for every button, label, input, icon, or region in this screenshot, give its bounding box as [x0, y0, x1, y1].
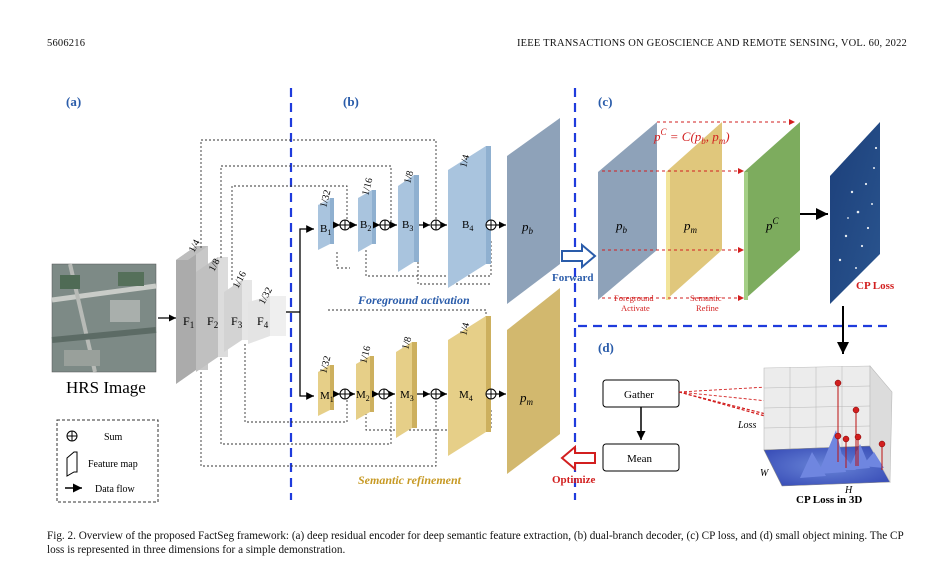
sr-scale-m3: 1/8 [400, 336, 414, 351]
sr-label-m4: M4 [459, 389, 473, 403]
fg-block-b2 [358, 190, 376, 252]
panel-label-d: (d) [598, 340, 614, 355]
fg-label-b4: B4 [462, 219, 473, 233]
pb-label: pb [521, 219, 534, 236]
sr-label-m2: M2 [356, 389, 370, 403]
sr-label-m3: M3 [400, 389, 414, 403]
sr-block-m1 [318, 365, 334, 416]
semantic-refinement-label: Semantic refinement [358, 473, 462, 487]
cp-loss-3d-title: CP Loss in 3D [796, 494, 862, 506]
mean-label: Mean [627, 453, 653, 465]
legend-box [56, 419, 159, 503]
scale-label-f1: 1/4 [187, 238, 203, 254]
fg-label-b1: B1 [320, 223, 331, 237]
sum-nodes-fg [339, 219, 497, 231]
figure-caption: Fig. 2. Overview of the proposed FactSeg… [47, 530, 904, 556]
sr-scale-m4: 1/4 [458, 322, 472, 337]
forward-label: Forward [552, 272, 594, 284]
h-axis-label: H [844, 485, 853, 496]
scale-label-f2: 1/8 [207, 257, 223, 273]
loss-axis-label: Loss [737, 420, 756, 431]
optimize-arrow [560, 444, 596, 472]
sr-block-m2 [356, 356, 374, 420]
encoder-label-f4: F4 [257, 314, 269, 330]
sum-nodes-sr [339, 388, 497, 400]
pm-label: pm [519, 390, 534, 407]
hrs-image-label: HRS Image [66, 378, 146, 397]
gather-label: Gather [624, 389, 654, 401]
fg-block-b4 [448, 146, 491, 288]
fg-activate-label-1: Foreground [614, 293, 654, 303]
cp-pm-label: pm [683, 218, 698, 235]
hrs-image [51, 263, 157, 373]
cp-pm-map [666, 122, 722, 300]
pm-output-map [507, 288, 560, 474]
encoder-block-f4 [248, 296, 286, 344]
sem-refine-label-1: Semantic [690, 293, 722, 303]
sem-refine-label-2: Refine [696, 303, 719, 313]
fg-block-b1 [318, 198, 334, 250]
cp-pc-map [744, 122, 800, 300]
sr-scale-m1: 1/32 [318, 355, 333, 375]
encoder-label-f2: F2 [207, 314, 218, 330]
fg-scale-b2: 1/16 [360, 177, 375, 197]
sr-block-m4 [448, 316, 491, 456]
encoder-block-f3 [224, 280, 252, 352]
cp-loss-3d-plot [763, 365, 893, 487]
foreground-activation-label: Foreground activation [357, 293, 470, 307]
sum-legend-icon [66, 430, 78, 442]
fg-scale-b4: 1/4 [458, 154, 472, 169]
panel-label-a: (a) [66, 94, 81, 109]
page-number: 5606216 [47, 38, 86, 49]
fg-activate-label-2: Activate [621, 303, 650, 313]
fg-scale-b1: 1/32 [318, 189, 333, 209]
cp-loss-map [830, 122, 880, 304]
w-axis-label: W [760, 468, 770, 479]
encoder-split-lines [286, 225, 314, 400]
encoder-label-f3: F3 [231, 314, 243, 330]
cp-formula: pC = C(pb, pm) [653, 127, 730, 146]
panel-label-c: (c) [598, 94, 612, 109]
optimize-label: Optimize [552, 474, 595, 486]
legend-feature-map-label: Feature map [88, 459, 138, 470]
sr-block-m3 [396, 342, 417, 438]
cp-pb-label: pb [615, 218, 628, 235]
legend-sum-label: Sum [104, 432, 123, 443]
sr-label-m1: M1 [320, 390, 334, 404]
cp-red-dashes [602, 119, 795, 301]
fg-block-b3 [398, 175, 419, 272]
fg-label-b2: B2 [360, 219, 371, 233]
cp-pc-label: pC [765, 216, 780, 233]
fg-scale-b3: 1/8 [402, 170, 416, 185]
legend-data-flow-label: Data flow [95, 484, 135, 495]
encoder-label-f1: F1 [183, 314, 194, 330]
feature-map-legend-icon [66, 451, 78, 477]
pb-output-map [507, 118, 560, 304]
cp-pb-map [598, 122, 657, 300]
mean-box [602, 443, 680, 472]
sr-scale-m2: 1/16 [358, 345, 373, 365]
journal-header: IEEE TRANSACTIONS ON GEOSCIENCE AND REMO… [516, 38, 907, 49]
panel-label-b: (b) [343, 94, 359, 109]
fg-label-b3: B3 [402, 219, 413, 233]
forward-arrow [561, 242, 597, 270]
cp-loss-label: CP Loss [856, 280, 895, 292]
